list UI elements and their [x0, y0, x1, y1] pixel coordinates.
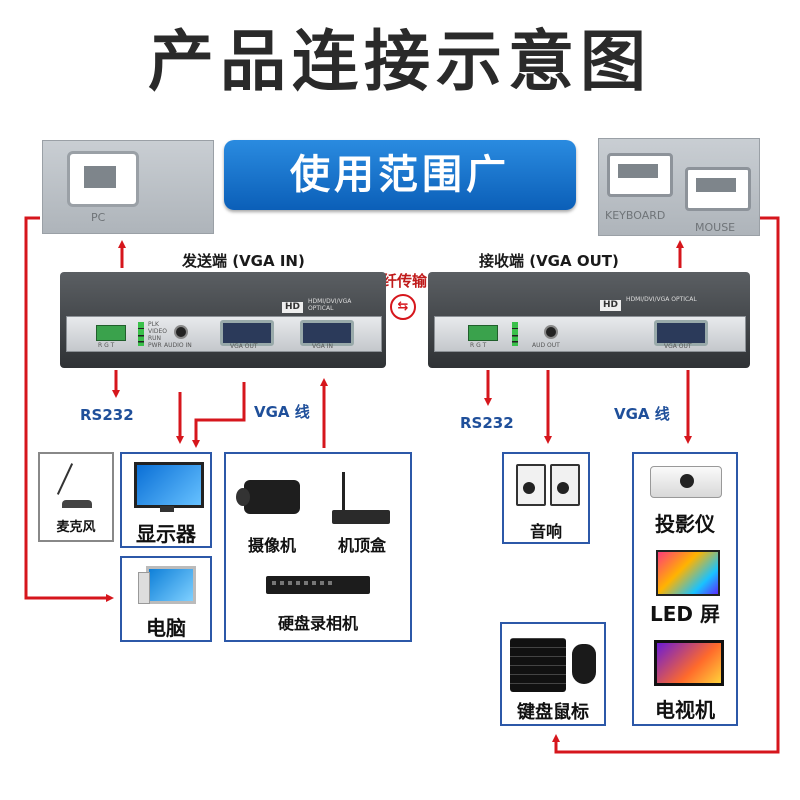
mic-box: 麦克风	[38, 452, 114, 542]
rgt-label: R G T	[470, 342, 487, 349]
tv-icon	[654, 640, 724, 686]
dvr-icon	[266, 576, 370, 594]
rgt-label: R G T	[98, 342, 115, 349]
right-rs232-label: RS232	[460, 414, 514, 432]
speaker-label: 音响	[529, 522, 562, 541]
camera-label: 摄像机	[247, 536, 296, 555]
microphone-icon	[56, 463, 74, 495]
led-screen-icon	[656, 550, 720, 596]
led-panel	[138, 322, 144, 346]
mic-label: 麦克风	[56, 520, 96, 535]
left-vga-line-label: VGA 线	[254, 403, 310, 421]
product-name: HDMI/DVI/VGA OPTICAL	[626, 296, 697, 303]
dvr-label: 硬盘录相机	[277, 614, 358, 633]
transmitter-label: 发送端 (VGA IN)	[182, 252, 305, 270]
keyboard-icon	[510, 638, 566, 692]
receiver-label: 接收端 (VGA OUT)	[479, 252, 619, 270]
banner: 使用范围广	[224, 140, 576, 210]
rgt-terminal-icon	[468, 325, 498, 341]
led-label: LED 屏	[650, 602, 720, 626]
vga-in-label: VGA IN	[312, 343, 334, 350]
speaker-box: 音响	[502, 452, 590, 544]
vga-out-label: VGA OUT	[230, 343, 258, 350]
display-devices-box: 投影仪 LED 屏 电视机	[632, 452, 738, 726]
product-name: HDMI/DVI/VGA OPTICAL	[308, 298, 352, 312]
aud-out-label: AUD OUT	[532, 342, 560, 349]
usb-a-port-icon	[607, 153, 673, 197]
tv-label: 电视机	[655, 698, 715, 722]
monitor-icon	[134, 462, 204, 508]
keyboard-port-label: KEYBOARD	[605, 209, 666, 222]
source-devices-box: 摄像机 机顶盒 硬盘录相机	[224, 452, 412, 642]
monitor-box: 显示器	[120, 452, 212, 548]
vga-port-icon	[300, 320, 354, 346]
stb-label: 机顶盒	[337, 536, 386, 555]
mouse-port-label: MOUSE	[695, 221, 736, 234]
usb-b-port-icon	[67, 151, 139, 207]
fiber-link-icon: ⇆	[390, 294, 416, 320]
hd-badge: HD	[600, 300, 622, 311]
projector-label: 投影仪	[655, 512, 715, 536]
pc-port-label: PC	[91, 211, 106, 224]
receiver-device: HD HDMI/DVI/VGA OPTICAL R G T AUD OUT VG…	[428, 272, 750, 368]
computer-icon	[146, 566, 196, 604]
audio-in-label: AUDIO IN	[164, 342, 192, 349]
vga-port-icon	[654, 320, 708, 346]
antenna-icon	[342, 472, 345, 510]
pc-box: 电脑	[120, 556, 212, 642]
vga-port-icon	[220, 320, 274, 346]
keyboard-mouse-box: 键盘鼠标	[500, 622, 606, 726]
left-rs232-label: RS232	[80, 406, 134, 424]
right-vga-line-label: VGA 线	[614, 405, 670, 423]
set-top-box-icon	[332, 510, 390, 524]
keyboard-mouse-label: 键盘鼠标	[517, 702, 589, 723]
vga-out-label: VGA OUT	[664, 343, 692, 350]
page-title: 产品连接示意图	[148, 23, 652, 100]
pc-label: 电脑	[146, 616, 186, 640]
led-panel	[512, 322, 518, 346]
usb-ports-photo: KEYBOARD MOUSE	[598, 138, 760, 236]
mouse-icon	[572, 644, 596, 684]
audio-jack-icon	[174, 325, 188, 339]
pc-port-photo: PC	[42, 140, 214, 234]
camera-icon	[244, 480, 300, 514]
rgt-terminal-icon	[96, 325, 126, 341]
audio-jack-icon	[544, 325, 558, 339]
usb-a-port-icon	[685, 167, 751, 211]
hd-badge: HD	[282, 302, 304, 313]
monitor-label: 显示器	[136, 522, 196, 546]
